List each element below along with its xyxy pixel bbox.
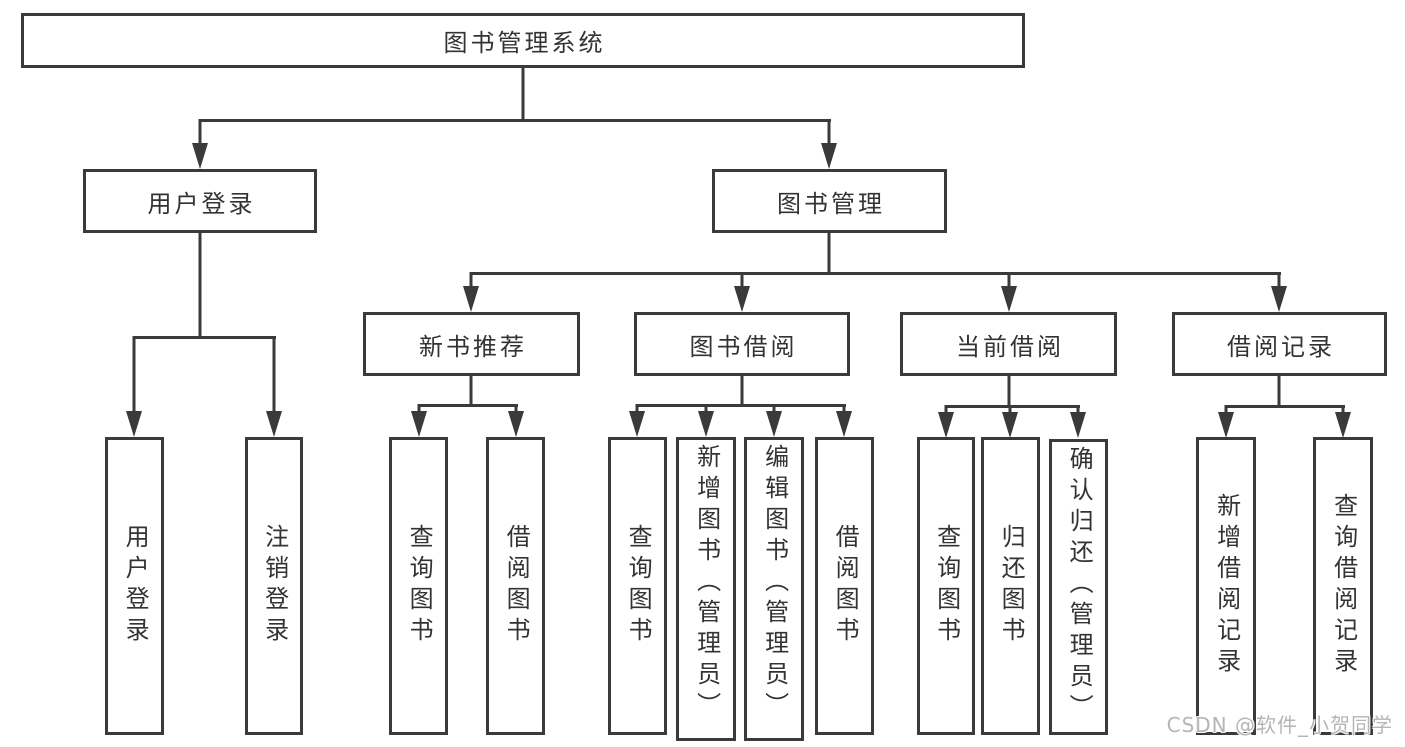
- leaf-user-login-label: 用户登录: [121, 524, 150, 648]
- arrowhead-down-icon: [1070, 412, 1086, 438]
- leaf-logout-label: 注销登录: [260, 524, 289, 648]
- node-user-login: 用户登录: [83, 169, 317, 233]
- node-book-mgmt-label: 图书管理: [777, 189, 885, 218]
- connector-root-bar: [199, 119, 831, 122]
- connector-drop: [514, 404, 518, 413]
- leaf-nbr-query-books: 查询图书: [389, 437, 448, 735]
- arrowhead-down-icon: [1335, 412, 1351, 438]
- connector-current-borrow-stem: [1007, 376, 1011, 408]
- connector-drop: [772, 404, 776, 413]
- arrowhead-down-icon: [192, 143, 208, 169]
- connector-book-borrow-stem: [740, 376, 744, 407]
- leaf-nbr-query-books-label: 查询图书: [405, 524, 434, 648]
- leaf-nbr-borrow-books-label: 借阅图书: [502, 524, 531, 648]
- connector-book-mgmt-stem: [827, 233, 831, 274]
- connector-drop: [1007, 272, 1011, 288]
- node-current-borrow: 当前借阅: [900, 312, 1117, 376]
- connector-new-book-rec-stem: [469, 376, 473, 407]
- node-current-borrow-label: 当前借阅: [956, 332, 1064, 361]
- leaf-cb-return-books-label: 归还图书: [997, 524, 1026, 648]
- arrowhead-down-icon: [266, 411, 282, 437]
- connector-drop: [198, 119, 202, 145]
- connector-drop: [635, 404, 639, 413]
- connector-book-borrow-bar: [636, 404, 846, 407]
- leaf-bb-edit-books-label: 编辑图书（管理员）: [760, 444, 789, 723]
- leaf-cb-confirm-return-label: 确认归还（管理员）: [1065, 446, 1094, 725]
- leaf-cb-confirm-return: 确认归还（管理员）: [1049, 439, 1108, 735]
- leaf-bb-query-books: 查询图书: [608, 437, 667, 735]
- leaf-bb-add-books: 新增图书（管理员）: [676, 437, 736, 741]
- connector-drop: [1277, 272, 1281, 288]
- arrowhead-down-icon: [938, 412, 954, 438]
- connector-drop: [842, 404, 846, 413]
- connector-user-login-bar: [133, 336, 276, 339]
- connector-drop: [1224, 405, 1228, 414]
- arrowhead-down-icon: [1002, 412, 1018, 438]
- leaf-br-query-record-label: 查询借阅记录: [1329, 493, 1358, 679]
- node-borrow-records-label: 借阅记录: [1227, 332, 1335, 361]
- connector-user-login-stem: [198, 233, 202, 339]
- connector-current-borrow-bar: [945, 405, 1080, 408]
- connector-book-mgmt-bar: [470, 272, 1281, 275]
- arrowhead-down-icon: [1001, 286, 1017, 312]
- arrowhead-down-icon: [734, 286, 750, 312]
- leaf-br-query-record: 查询借阅记录: [1313, 437, 1373, 735]
- node-root-label: 图书管理系统: [443, 29, 606, 57]
- arrowhead-down-icon: [126, 411, 142, 437]
- node-book-borrow: 图书借阅: [634, 312, 850, 376]
- arrowhead-down-icon: [698, 411, 714, 437]
- arrowhead-down-icon: [766, 411, 782, 437]
- node-new-book-rec: 新书推荐: [363, 312, 580, 376]
- connector-drop: [1076, 405, 1080, 414]
- connector-drop: [417, 404, 421, 413]
- leaf-cb-query-books-label: 查询图书: [932, 524, 961, 648]
- leaf-nbr-borrow-books: 借阅图书: [486, 437, 545, 735]
- csdn-watermark: CSDN @软件_小贺同学: [1166, 713, 1393, 737]
- connector-drop: [469, 272, 473, 288]
- node-new-book-rec-label: 新书推荐: [419, 332, 527, 361]
- connector-drop: [1341, 405, 1345, 414]
- arrowhead-down-icon: [836, 411, 852, 437]
- node-root: 图书管理系统: [21, 13, 1025, 68]
- leaf-bb-add-books-label: 新增图书（管理员）: [692, 444, 721, 723]
- node-borrow-records: 借阅记录: [1172, 312, 1387, 376]
- leaf-bb-borrow-books-label: 借阅图书: [831, 524, 860, 648]
- leaf-br-add-record-label: 新增借阅记录: [1212, 493, 1241, 679]
- arrowhead-down-icon: [629, 411, 645, 437]
- connector-drop: [272, 336, 276, 413]
- connector-drop: [1008, 405, 1012, 414]
- arrowhead-down-icon: [411, 411, 427, 437]
- arrowhead-down-icon: [463, 286, 479, 312]
- connector-drop: [132, 336, 136, 413]
- leaf-br-add-record: 新增借阅记录: [1196, 437, 1256, 735]
- leaf-bb-query-books-label: 查询图书: [624, 524, 653, 648]
- leaf-bb-edit-books: 编辑图书（管理员）: [744, 437, 804, 741]
- connector-drop: [827, 119, 831, 145]
- connector-drop: [740, 272, 744, 288]
- node-user-login-label: 用户登录: [147, 189, 256, 218]
- arrowhead-down-icon: [1271, 286, 1287, 312]
- leaf-user-login: 用户登录: [105, 437, 164, 735]
- leaf-cb-return-books: 归还图书: [981, 437, 1040, 735]
- connector-new-book-rec-bar: [418, 404, 518, 407]
- arrowhead-down-icon: [508, 411, 524, 437]
- connector-borrow-records-stem: [1277, 376, 1281, 408]
- leaf-logout: 注销登录: [245, 437, 303, 735]
- connector-root-stem: [521, 68, 525, 121]
- node-book-mgmt: 图书管理: [712, 169, 947, 233]
- leaf-bb-borrow-books: 借阅图书: [815, 437, 874, 735]
- connector-drop: [704, 404, 708, 413]
- connector-borrow-records-bar: [1225, 405, 1345, 408]
- leaf-cb-query-books: 查询图书: [917, 437, 975, 735]
- arrowhead-down-icon: [1218, 412, 1234, 438]
- connector-drop: [944, 405, 948, 414]
- arrowhead-down-icon: [821, 143, 837, 169]
- node-book-borrow-label: 图书借阅: [689, 332, 798, 361]
